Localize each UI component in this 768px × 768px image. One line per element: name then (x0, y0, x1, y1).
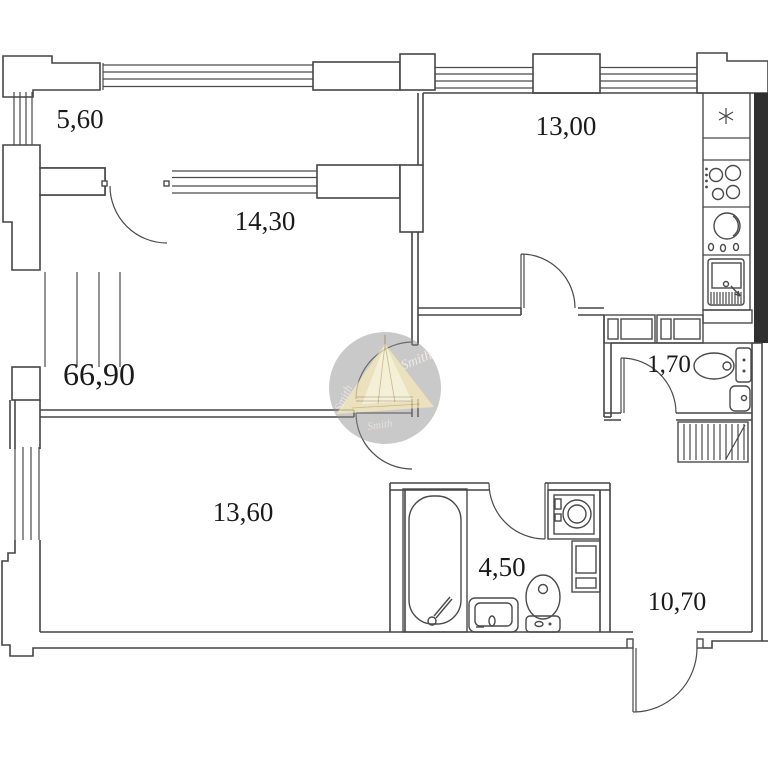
wc-fixtures (693, 347, 752, 412)
balcony-door-arc (109, 185, 168, 244)
kitchen-fixtures (603, 92, 753, 344)
area-label-balcony: 5,60 (56, 104, 103, 134)
toilet-icon (693, 347, 752, 383)
bathroom-cabinet-icon (571, 540, 601, 593)
area-label-total: 66,90 (63, 356, 135, 392)
area-label-bathroom: 4,50 (478, 552, 525, 582)
wall-corner-top-left (2, 55, 101, 98)
door-jamb-balcony-right (163, 180, 170, 187)
area-label-living-room: 14,30 (235, 206, 296, 236)
bathtub-icon (402, 488, 468, 633)
area-label-wc: 1,70 (647, 351, 691, 378)
wall-piece-living-kitchen-top (399, 164, 424, 233)
doors (109, 185, 704, 713)
area-label-kitchen: 13,00 (536, 111, 597, 141)
interior-walls (39, 93, 752, 632)
watermark-text-bottom: Smith (367, 418, 394, 433)
watermark-triangle-inner (362, 344, 412, 404)
kitchen-counter-end (702, 309, 753, 324)
balcony-to-living-window (172, 170, 317, 194)
wall-left-block-lower (11, 366, 41, 401)
area-label-bedroom: 13,60 (213, 497, 274, 527)
corner-basin-icon (729, 385, 751, 412)
kitchen-window (435, 66, 697, 89)
wall-pier-kitchen-mid (532, 53, 601, 94)
bathroom-fixtures (402, 488, 601, 633)
bathroom-sink-icon (468, 597, 519, 633)
wall-bottom-left-zigzag (1, 540, 627, 657)
balcony-wall-left-piece (39, 167, 106, 196)
kitchen-sink-icon (707, 212, 741, 253)
washing-machine-icon (547, 489, 601, 540)
balcony-side-window (13, 92, 33, 145)
wall-pier-balcony-right (312, 61, 401, 91)
kitchen-counter-column (702, 92, 751, 311)
watermark-sketch-lines (351, 343, 421, 409)
kitchen-door (520, 253, 576, 309)
bathroom-toilet-icon (525, 574, 561, 633)
wall-pier-kitchen-left (399, 53, 436, 91)
bedroom-door (355, 412, 413, 470)
door-jamb-balcony-left (101, 180, 108, 187)
wc-door (620, 357, 677, 414)
area-label-hallway: 10,70 (648, 587, 707, 616)
watermark: Smith Smith Smith (329, 332, 441, 444)
windows (13, 63, 697, 540)
bedroom-window (14, 447, 40, 540)
hallway-wardrobe-icon (677, 421, 749, 463)
entrance-door (626, 638, 704, 713)
stove-icon (705, 164, 742, 201)
kitchen-counter-sink-icon (707, 258, 745, 306)
bathroom-door (488, 482, 549, 540)
balcony-glazing-top (102, 63, 313, 90)
wall-right-dark (754, 93, 768, 343)
wall-left-block-mid (2, 144, 106, 271)
area-labels: 5,60 14,30 13,00 66,90 1,70 13,60 4,50 1… (56, 104, 706, 616)
bottom-outer-right (703, 640, 768, 649)
fridge-icon (718, 108, 734, 124)
balcony-pier-right (316, 164, 401, 199)
living-room-window (44, 272, 121, 367)
kitchen-cabinets (603, 314, 704, 344)
wall-corner-top-right (696, 52, 768, 94)
